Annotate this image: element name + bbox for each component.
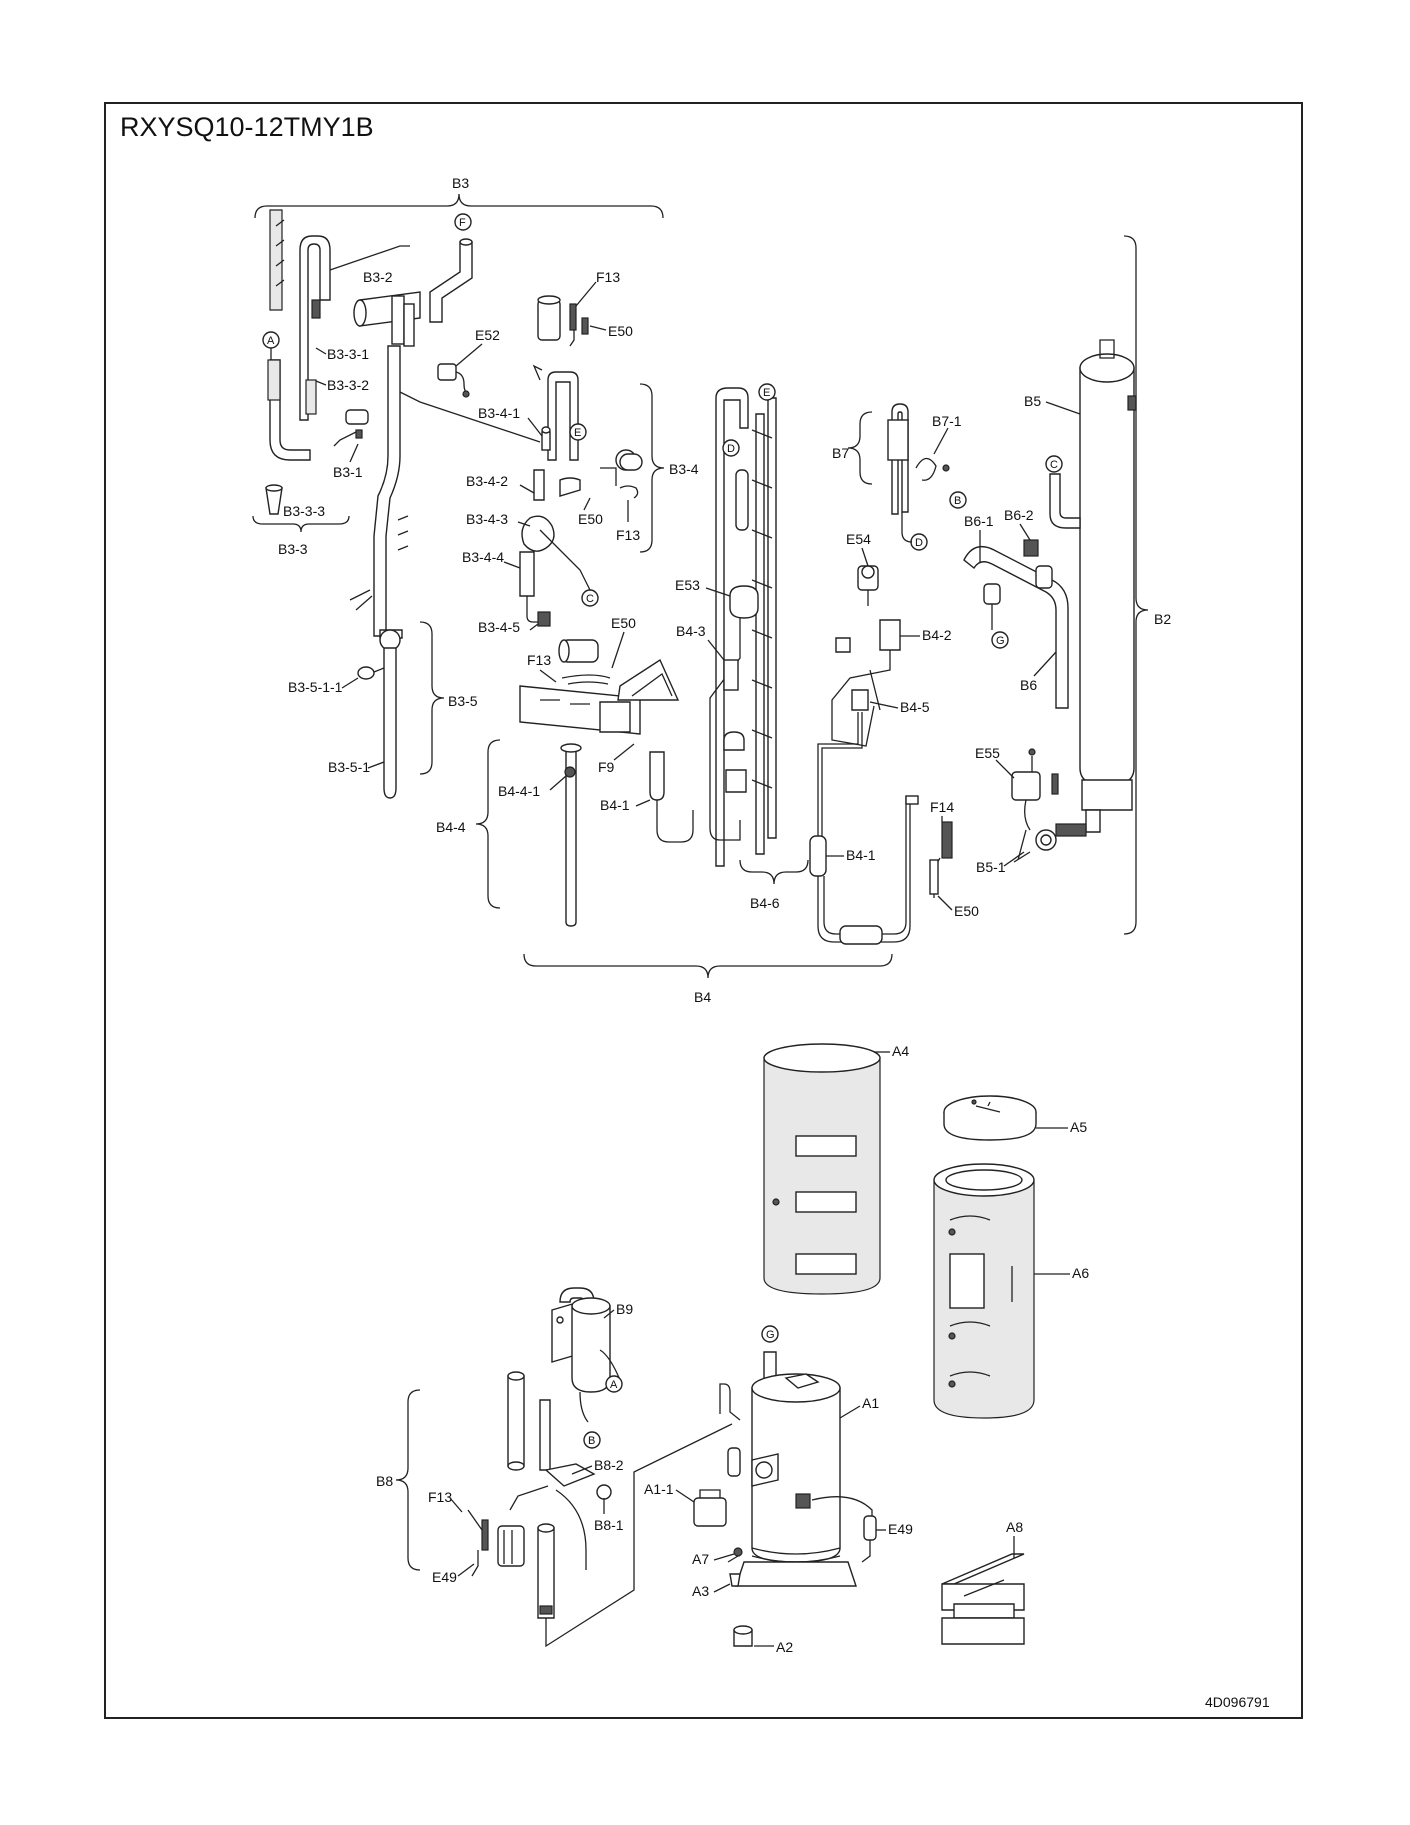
label-b4-4: B4-4 xyxy=(436,819,466,835)
label-b6-2: B6-2 xyxy=(1004,507,1034,523)
label-a7: A7 xyxy=(692,1551,709,1567)
label-b3-3-1: B3-3-1 xyxy=(327,346,369,362)
label-b5-1: B5-1 xyxy=(976,859,1006,875)
label-b3-4: B3-4 xyxy=(669,461,699,477)
label-b4-6: B4-6 xyxy=(750,895,780,911)
a8-bracket: A8 xyxy=(941,1519,1025,1645)
label-b3-5-1-1: B3-5-1-1 xyxy=(288,679,343,695)
label-e53: E53 xyxy=(675,577,700,593)
top-small-parts: F13 E50 xyxy=(537,269,633,347)
label-b3-4-5: B3-4-5 xyxy=(478,619,520,635)
connector-d-b7: D xyxy=(915,537,923,549)
label-b6-1: B6-1 xyxy=(964,513,994,529)
label-a8: A8 xyxy=(1006,1519,1023,1535)
label-a4: A4 xyxy=(892,1043,909,1059)
label-a1-1: A1-1 xyxy=(644,1481,674,1497)
connector-c-b5: C xyxy=(1050,459,1058,471)
label-a5: A5 xyxy=(1070,1119,1087,1135)
b3-4-assembly: E B3-4-1 B3-4-2 C B3-4-3 B3-4-4 B3-4-5 E… xyxy=(462,364,699,635)
label-a3: A3 xyxy=(692,1583,709,1599)
label-b7: B7 xyxy=(832,445,849,461)
label-e49-right: E49 xyxy=(888,1521,913,1537)
label-b3-4-4: B3-4-4 xyxy=(462,549,504,565)
connector-f-top: F xyxy=(459,217,466,229)
label-b3-3: B3-3 xyxy=(278,541,308,557)
label-b4-2: B4-2 xyxy=(922,627,952,643)
b4-right-assembly: B7-1 D B7 E54 B4-2 B4-5 B4-1 F14 xyxy=(523,403,979,1005)
b4-4-assembly: B4-4-1 B4-4 xyxy=(436,739,582,927)
label-f14: F14 xyxy=(930,799,954,815)
connector-g-a1: G xyxy=(766,1329,775,1341)
document-number: 4D096791 xyxy=(1205,1694,1270,1710)
label-b4-1-right: B4-1 xyxy=(846,847,876,863)
label-f13-bottom: F13 xyxy=(428,1489,452,1505)
connector-e-b34: E xyxy=(574,427,581,439)
connector-d-b46: D xyxy=(727,443,735,455)
label-e50-right: E50 xyxy=(954,903,979,919)
label-b8-1: B8-1 xyxy=(594,1517,624,1533)
label-a1: A1 xyxy=(862,1395,879,1411)
label-e54: E54 xyxy=(846,531,871,547)
label-a6: A6 xyxy=(1072,1265,1089,1281)
page-title: RXYSQ10-12TMY1B xyxy=(120,112,374,142)
label-b3-5-1: B3-5-1 xyxy=(328,759,370,775)
mid-small-parts: E50 F13 F9 xyxy=(519,615,680,775)
label-b3-3-3: B3-3-3 xyxy=(283,503,325,519)
label-b4: B4 xyxy=(694,989,711,1005)
label-b9: B9 xyxy=(616,1301,633,1317)
label-b3-1: B3-1 xyxy=(333,464,363,480)
label-b3-5: B3-5 xyxy=(448,693,478,709)
label-f13-top: F13 xyxy=(596,269,620,285)
label-b3-3-2: B3-3-2 xyxy=(327,377,369,393)
label-b3: B3 xyxy=(452,175,469,191)
label-f9: F9 xyxy=(598,759,615,775)
b3-assembly: B3 F A E52 B3-1 B3 xyxy=(252,175,664,637)
a1-compressor-assembly: G A1 E49 A1-1 A7 A3 A2 xyxy=(644,1325,913,1655)
connector-c-b34: C xyxy=(586,593,594,605)
label-e52: E52 xyxy=(475,327,500,343)
label-b8: B8 xyxy=(376,1473,393,1489)
label-b4-4-1: B4-4-1 xyxy=(498,783,540,799)
label-e50-b34: E50 xyxy=(578,511,603,527)
label-b8-2: B8-2 xyxy=(594,1457,624,1473)
b3-5-assembly: B3-5-1-1 B3-5-1 B3-5 xyxy=(288,621,478,799)
label-b6: B6 xyxy=(1020,677,1037,693)
label-b3-4-1: B3-4-1 xyxy=(478,405,520,421)
label-e50-top: E50 xyxy=(608,323,633,339)
label-b7-1: B7-1 xyxy=(932,413,962,429)
connector-a-b9: A xyxy=(610,1379,618,1391)
label-b4-1-left: B4-1 xyxy=(600,797,630,813)
label-a2: A2 xyxy=(776,1639,793,1655)
connector-e-b46: E xyxy=(763,387,770,399)
label-b3-4-3: B3-4-3 xyxy=(466,511,508,527)
connector-g-b6: G xyxy=(996,635,1005,647)
label-b5: B5 xyxy=(1024,393,1041,409)
insulation-jackets: A4 A5 A6 xyxy=(763,1043,1089,1419)
b8-b9-assembly: B9 A B B8-2 B8-1 F13 E49 xyxy=(376,1287,733,1648)
connector-b-b6: B xyxy=(954,495,961,507)
label-f13-b34: F13 xyxy=(616,527,640,543)
label-b4-5: B4-5 xyxy=(900,699,930,715)
label-b3-2: B3-2 xyxy=(363,269,393,285)
b4-center-assembly: B4-1 E D E53 B4-3 B4-6 xyxy=(600,383,809,911)
label-b4-3: B4-3 xyxy=(676,623,706,639)
connector-b-b9: B xyxy=(588,1435,595,1447)
label-b2: B2 xyxy=(1154,611,1171,627)
label-e55: E55 xyxy=(975,745,1000,761)
label-e49-left: E49 xyxy=(432,1569,457,1585)
b5-accumulator-assembly: B5 C B G B6 B6-1 B6-2 E55 xyxy=(949,235,1171,935)
label-f13-mid: F13 xyxy=(527,652,551,668)
label-b3-4-2: B3-4-2 xyxy=(466,473,508,489)
label-e50-mid: E50 xyxy=(611,615,636,631)
connector-a-top: A xyxy=(267,335,275,347)
